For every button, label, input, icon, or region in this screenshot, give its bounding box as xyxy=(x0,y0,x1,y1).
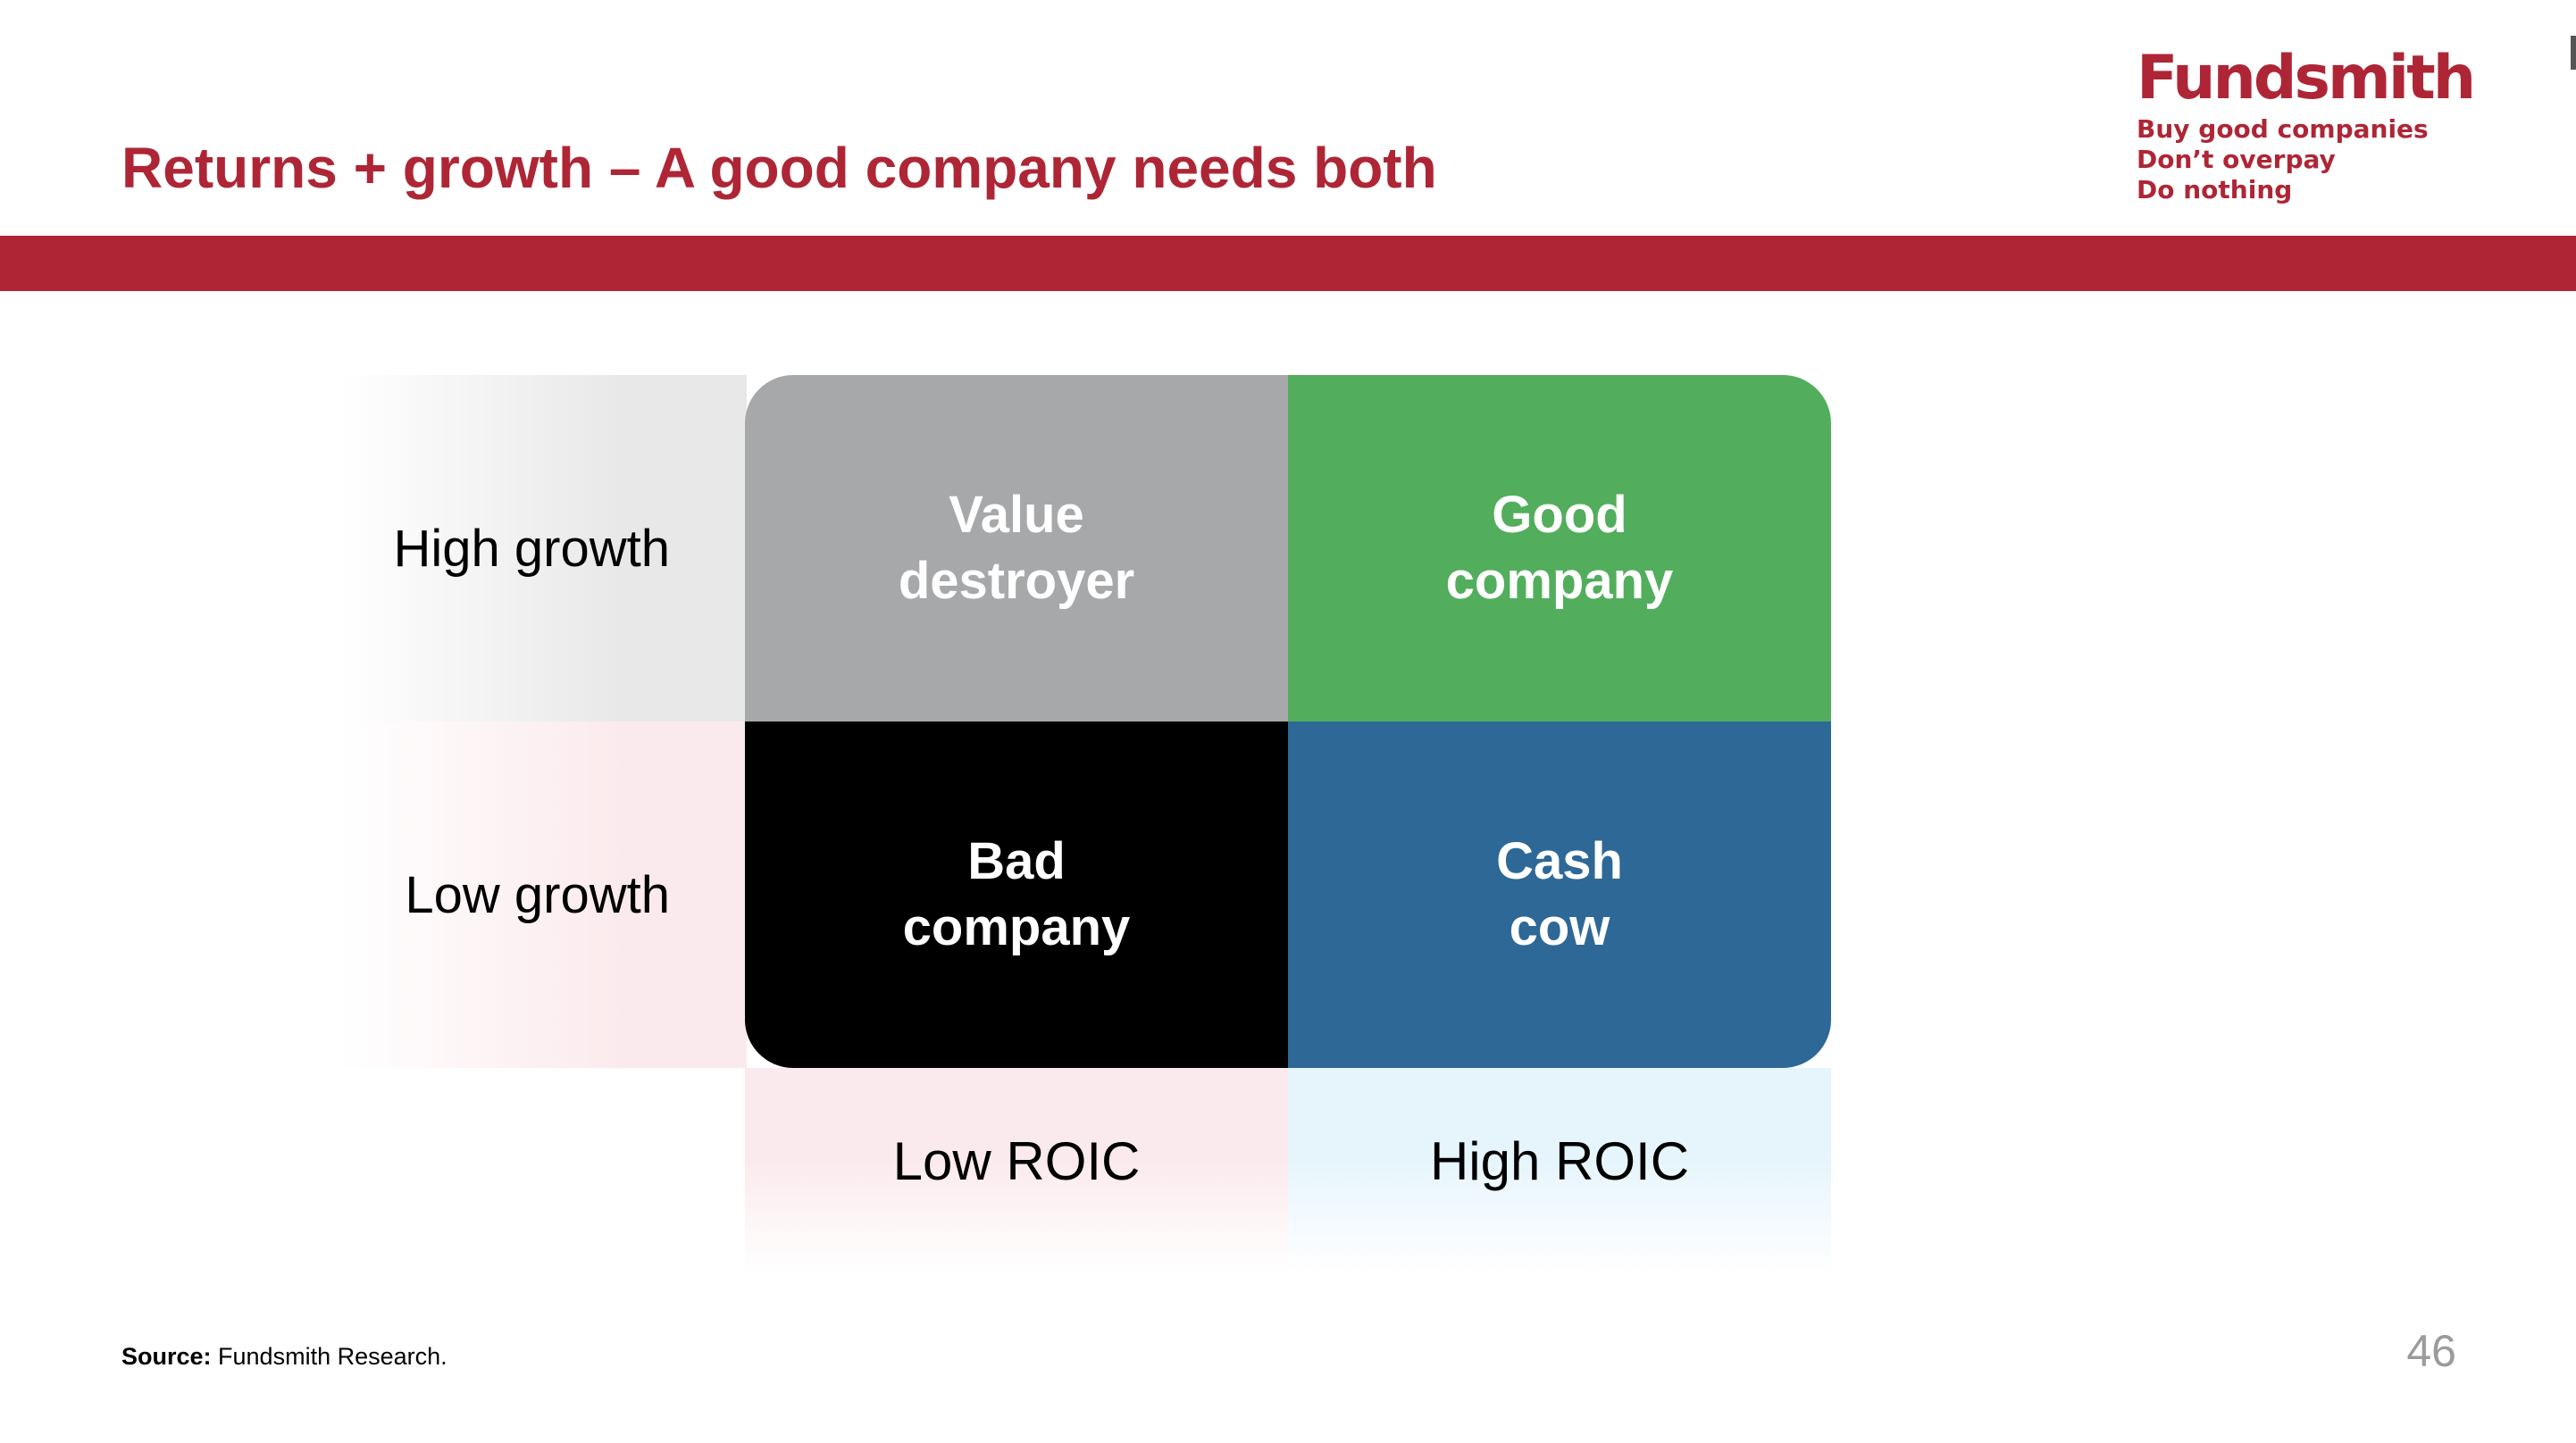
column-label-text: High ROIC xyxy=(1429,1131,1690,1191)
row-label-low-growth: Low growth xyxy=(339,722,747,1068)
cell-line: Value xyxy=(949,486,1084,544)
source-text: Fundsmith Research. xyxy=(211,1343,447,1370)
page-number: 46 xyxy=(2406,1326,2456,1376)
logo-tagline-1: Buy good companies xyxy=(2137,114,2429,144)
column-label-low-roic: Low ROIC xyxy=(745,1068,1288,1273)
edge-mark xyxy=(2571,36,2576,70)
column-label-text: Low ROIC xyxy=(892,1131,1141,1191)
cell-cash-cow: Cash cow xyxy=(1288,722,1831,1068)
source-note: Source: Fundsmith Research. xyxy=(121,1343,447,1371)
cell-line: Bad xyxy=(967,832,1066,890)
cell-value-destroyer: Value destroyer xyxy=(745,375,1288,722)
growth-roic-matrix: Value destroyer Good company Bad company… xyxy=(745,375,1831,1068)
cell-line: cow xyxy=(1509,898,1610,956)
slide-title: Returns + growth – A good company needs … xyxy=(121,136,1437,200)
cell-good-company: Good company xyxy=(1288,375,1831,722)
source-label: Source: xyxy=(121,1343,212,1370)
title-band-divider xyxy=(0,236,2576,291)
column-label-high-roic: High ROIC xyxy=(1288,1068,1831,1273)
cell-line: destroyer xyxy=(898,552,1135,610)
row-label-high-growth: High growth xyxy=(339,375,747,722)
logo-tagline-2: Don’t overpay xyxy=(2137,145,2336,174)
logo-tagline-3: Do nothing xyxy=(2137,175,2293,204)
fundsmith-logo: Fundsmith Buy good companies Don’t overp… xyxy=(2137,43,2476,205)
cell-bad-company: Bad company xyxy=(745,722,1288,1068)
cell-line: Cash xyxy=(1496,832,1623,890)
cell-line: company xyxy=(902,898,1131,956)
cell-line: Good xyxy=(1492,486,1627,544)
row-label-text: High growth xyxy=(393,519,670,578)
logo-name: Fundsmith xyxy=(2137,43,2476,113)
row-label-text: Low growth xyxy=(405,865,670,924)
cell-line: company xyxy=(1445,552,1674,610)
